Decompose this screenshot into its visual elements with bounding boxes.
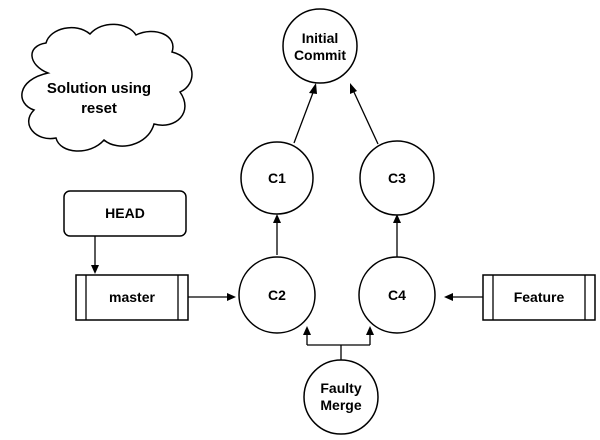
node-c1: C1: [240, 141, 314, 215]
faulty-merge-circle: [303, 359, 379, 435]
node-initial-commit: Initial Commit: [282, 8, 358, 84]
edge-c3-to-initial: [352, 89, 379, 145]
head-box: [63, 190, 187, 237]
arrowhead-c1-to-initial: [309, 83, 317, 94]
ref-head: HEAD: [63, 190, 187, 237]
node-faulty-merge: Faulty Merge: [303, 359, 379, 435]
c4-circle: [358, 256, 436, 334]
arrowhead-head-to-master: [91, 265, 99, 274]
arrowhead-c2-to-c1: [273, 214, 281, 223]
solution-cloud: Solution using reset: [21, 23, 193, 152]
cloud-shape: [21, 23, 193, 152]
ref-feature: Feature: [482, 274, 596, 321]
arrowhead-master-to-c2: [227, 293, 236, 301]
node-c4: C4: [358, 256, 436, 334]
arrowhead-merge-to-c4: [366, 326, 374, 335]
ref-master: master: [75, 274, 189, 321]
c2-label: C2: [268, 287, 286, 303]
initial-commit-label-line1: Initial: [302, 30, 339, 46]
c2-circle: [238, 256, 316, 334]
arrowhead-feature-to-c4: [444, 293, 453, 301]
c1-circle: [240, 141, 314, 215]
c1-label: C1: [268, 170, 286, 186]
node-c2: C2: [238, 256, 316, 334]
arrowhead-c3-to-initial: [350, 83, 357, 94]
edges: [91, 83, 483, 362]
initial-commit-circle: [282, 8, 358, 84]
feature-label: Feature: [514, 289, 565, 305]
faulty-merge-label-line1: Faulty: [320, 380, 361, 396]
faulty-merge-label-line2: Merge: [320, 397, 361, 413]
c4-label: C4: [388, 287, 406, 303]
node-c3: C3: [359, 140, 435, 216]
edge-c1-to-initial: [293, 89, 315, 144]
head-label: HEAD: [105, 205, 145, 221]
c3-label: C3: [388, 170, 406, 186]
c3-circle: [359, 140, 435, 216]
arrowhead-merge-to-c2: [303, 326, 311, 335]
cloud-label-line1: Solution using: [47, 80, 151, 97]
feature-box: [482, 274, 596, 321]
arrowhead-c4-to-c3: [393, 214, 401, 223]
master-box: [75, 274, 189, 321]
master-label: master: [109, 289, 155, 305]
cloud-label-line2: reset: [81, 100, 117, 117]
initial-commit-label-line2: Commit: [294, 47, 346, 63]
